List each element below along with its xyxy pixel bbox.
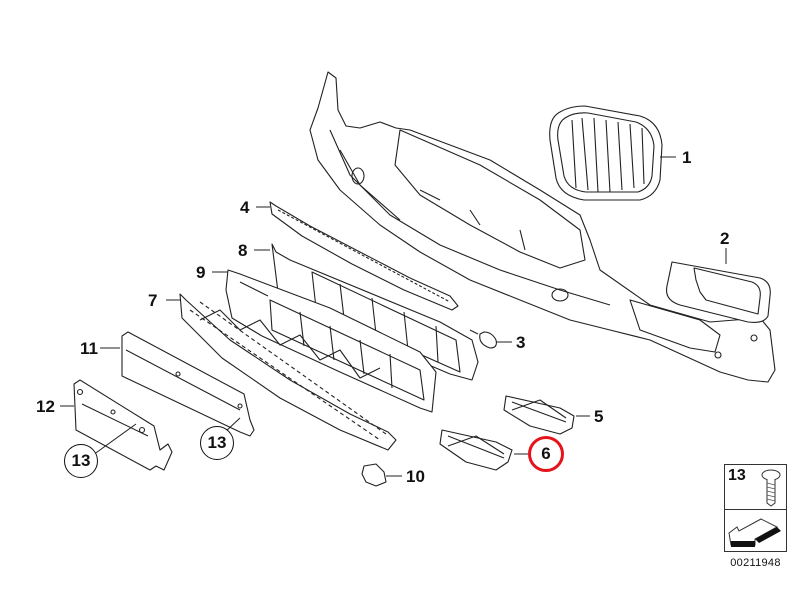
kidney-grille bbox=[549, 105, 663, 201]
callout-6-highlighted[interactable]: 6 bbox=[528, 436, 564, 472]
license-plate-base bbox=[121, 331, 255, 437]
callout-9[interactable]: 9 bbox=[196, 263, 206, 282]
side-grille-left bbox=[439, 429, 513, 471]
callout-3[interactable]: 3 bbox=[516, 333, 526, 352]
legend-number: 13 bbox=[728, 467, 746, 484]
screw-icon bbox=[761, 469, 781, 507]
callout-7[interactable]: 7 bbox=[148, 291, 158, 310]
callout-13-a[interactable]: 13 bbox=[64, 444, 98, 478]
fog-lamp-trim-ring bbox=[665, 261, 771, 323]
callout-8[interactable]: 8 bbox=[238, 241, 248, 260]
lower-mesh-grille bbox=[179, 293, 397, 451]
callout-12[interactable]: 12 bbox=[36, 397, 55, 416]
callout-2[interactable]: 2 bbox=[720, 229, 730, 248]
callout-1[interactable]: 1 bbox=[682, 148, 692, 167]
upper-grille-strip bbox=[269, 201, 459, 311]
license-plate-holder bbox=[73, 379, 173, 471]
legend-divider bbox=[725, 509, 786, 510]
fastener-legend: 13 bbox=[724, 464, 787, 552]
callout-10[interactable]: 10 bbox=[406, 467, 425, 486]
callout-11[interactable]: 11 bbox=[80, 339, 98, 358]
clip-bracket bbox=[361, 463, 387, 487]
callout-13-b[interactable]: 13 bbox=[200, 426, 234, 460]
side-grille-right bbox=[503, 395, 575, 435]
lower-grille-carrier bbox=[225, 269, 437, 413]
callout-4[interactable]: 4 bbox=[240, 198, 250, 217]
direction-arrow-icon bbox=[728, 518, 781, 547]
callout-5[interactable]: 5 bbox=[594, 407, 604, 426]
diagram-id: 00211948 bbox=[730, 557, 781, 569]
tow-hook-cover bbox=[469, 329, 497, 349]
